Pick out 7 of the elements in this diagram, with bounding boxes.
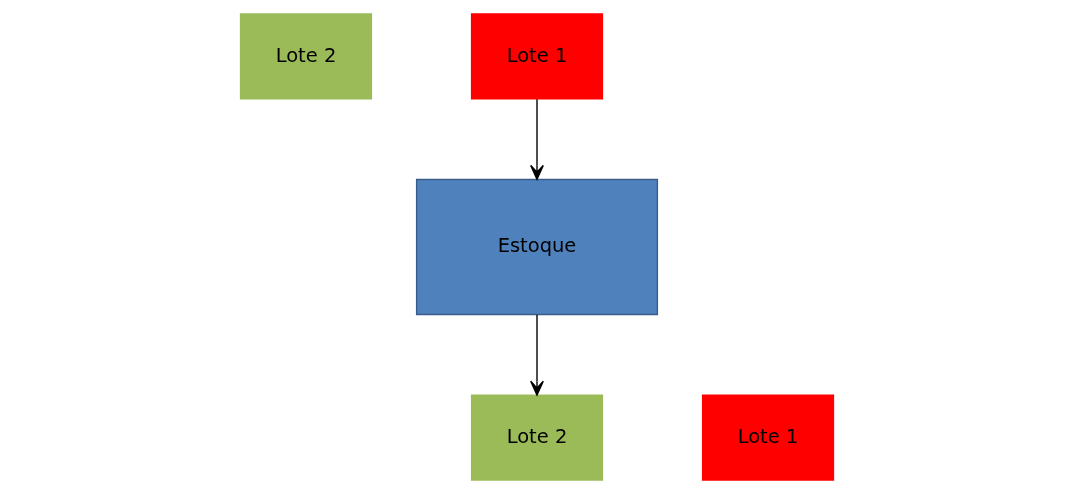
node-box: Lote 2 xyxy=(239,13,372,100)
arrow xyxy=(529,98,544,180)
node-box: Lote 1 xyxy=(701,394,834,481)
arrow xyxy=(529,314,544,396)
node-box: Lote 2 xyxy=(470,394,603,481)
node-box: Estoque xyxy=(415,178,658,316)
node-box: Lote 1 xyxy=(470,13,603,100)
